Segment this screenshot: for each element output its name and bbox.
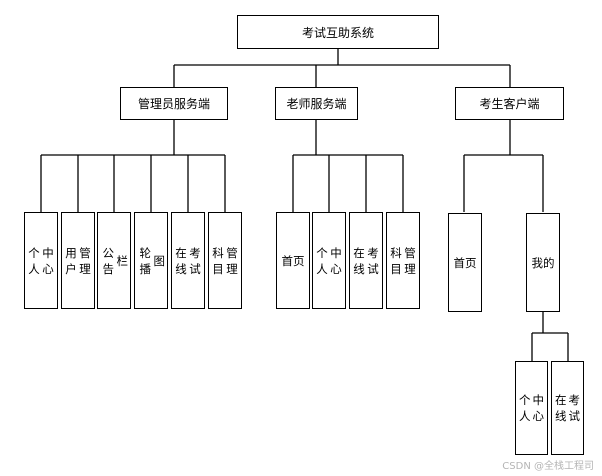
teacher-child-personal-center: 个人 中心 [312,212,346,309]
teacher-child-label: 考试 [367,245,379,276]
mine-child-label: 考试 [568,393,581,423]
admin-child-label: 轮播 [139,245,152,276]
admin-child-user-management: 用户 管理 [61,212,95,309]
watermark: CSDN @全栈工程司 [502,461,594,472]
mine-child-label: 在线 [555,393,567,423]
root-label: 考试互助系统 [301,25,374,40]
mine-child-label: 个人 [519,393,531,423]
mine-child-online-exam: 在线 考试 [551,361,584,455]
student-label: 考生客户端 [479,97,540,111]
teacher-child-online-exam: 在线 考试 [349,212,383,309]
admin-child-label: 图 [153,253,166,268]
student-child-label: 首页 [453,255,477,270]
teacher-child-subject-management: 科目 管理 [386,212,420,309]
admin-child-subject-management: 科目 管理 [208,212,242,309]
admin-child-label: 公告 [102,245,115,276]
admin-child-label: 栏 [116,253,129,268]
admin-child-label: 用户 [65,245,77,276]
admin-child-personal-center: 个人 中心 [24,212,58,309]
admin-label: 管理员服务端 [137,97,210,111]
student-child-home: 首页 [448,213,482,312]
student-node: 考生客户端 [455,87,564,120]
admin-child-label: 个人 [28,245,40,276]
admin-node: 管理员服务端 [120,87,228,120]
teacher-child-label: 首页 [281,253,305,268]
teacher-child-home: 首页 [276,212,310,309]
mine-child-label: 中心 [532,393,545,423]
admin-child-label: 管理 [79,245,91,276]
admin-child-notice-board: 公告 栏 [97,212,131,309]
admin-child-label: 中心 [42,245,54,276]
teacher-label: 老师服务端 [286,97,347,111]
teacher-child-label: 在线 [353,245,365,276]
teacher-child-label: 个人 [316,245,328,276]
admin-child-label: 考试 [189,245,201,276]
admin-child-online-exam: 在线 考试 [171,212,205,309]
root-node: 考试互助系统 [237,15,439,49]
teacher-child-label: 管理 [404,245,416,276]
mine-child-personal-center: 个人 中心 [515,361,548,455]
teacher-node: 老师服务端 [275,87,358,120]
admin-child-carousel: 轮播 图 [134,212,168,309]
teacher-child-label: 中心 [330,245,342,276]
admin-child-label: 管理 [226,245,238,276]
teacher-child-label: 科目 [390,245,402,276]
student-child-mine: 我的 [526,213,560,312]
admin-child-label: 科目 [212,245,224,276]
admin-child-label: 在线 [175,245,187,276]
student-child-label: 我的 [531,255,555,270]
